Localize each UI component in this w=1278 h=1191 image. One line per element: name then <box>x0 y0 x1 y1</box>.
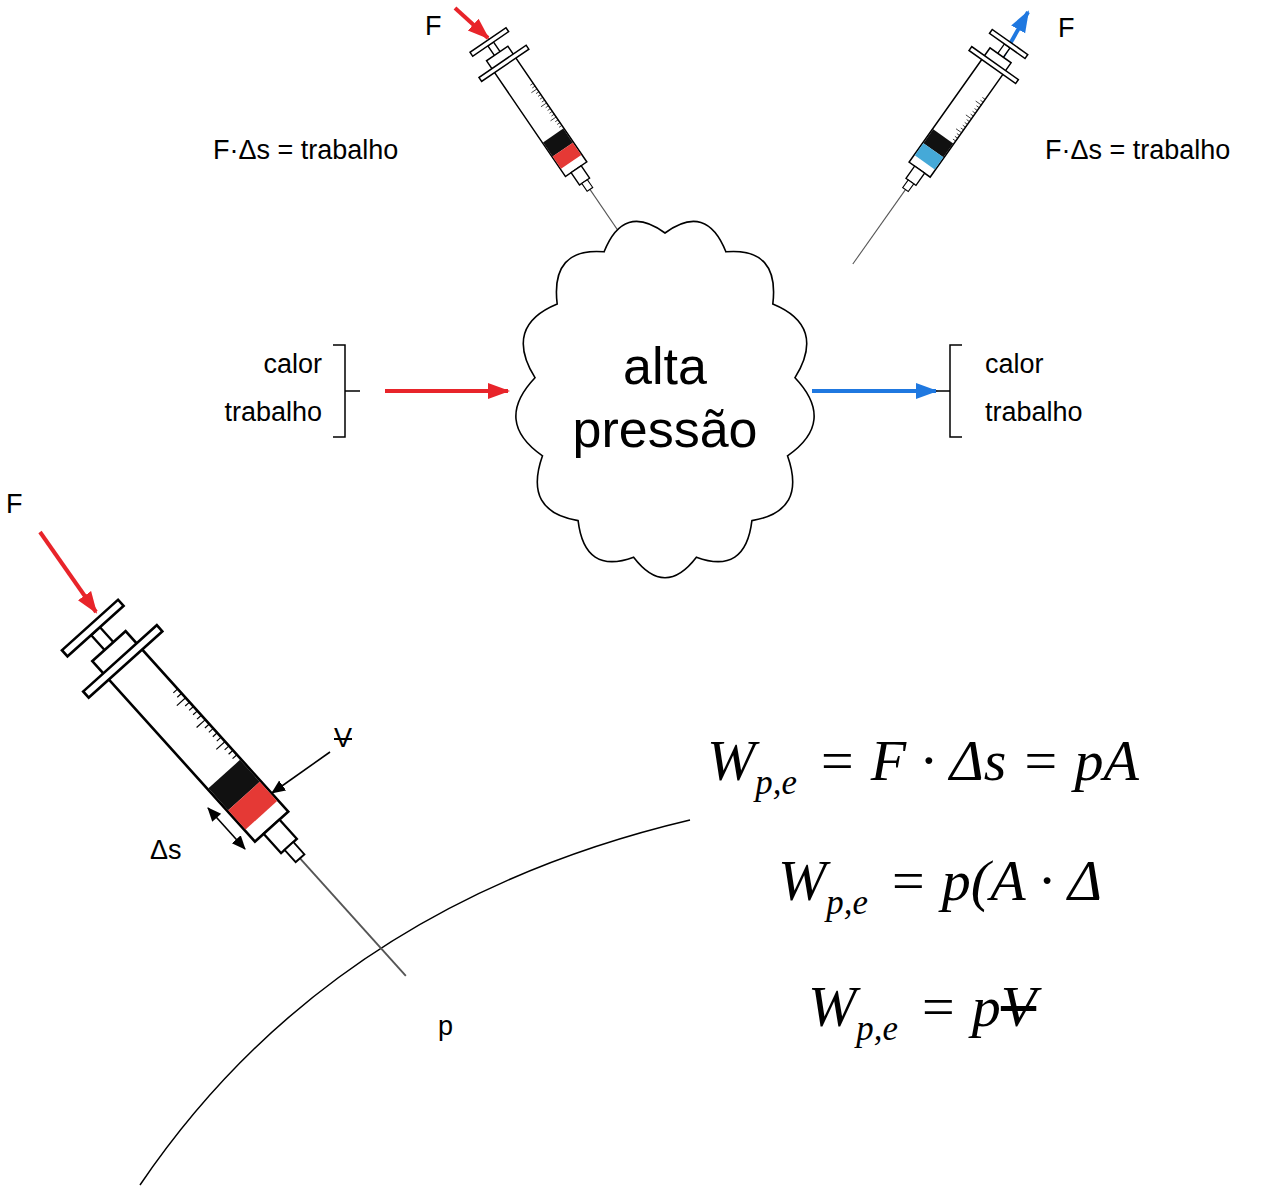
subscript: p,e <box>856 1009 898 1048</box>
surface-curve <box>140 820 690 1185</box>
equation-term: = F · Δs = pA <box>817 728 1139 793</box>
bracket <box>333 345 360 437</box>
flow-arrow <box>812 389 936 393</box>
subscript: p,e <box>755 763 797 802</box>
syringe <box>53 592 442 1009</box>
bracket-label: calor <box>985 348 1044 380</box>
leader-arrow <box>272 752 330 793</box>
bracket <box>936 345 962 437</box>
syringe <box>464 24 664 281</box>
equation: Wp,e = p(A · Δ <box>778 846 1102 924</box>
force-arrow <box>40 532 96 612</box>
pressure-label: p <box>438 1010 453 1042</box>
force-arrow <box>1002 12 1028 58</box>
equation-term: W <box>778 848 826 913</box>
equation-term: V <box>1001 974 1036 1039</box>
bracket-label: trabalho <box>224 396 322 428</box>
bracket-label: calor <box>263 348 322 380</box>
equation-term: W <box>707 728 755 793</box>
bracket-label: trabalho <box>985 396 1083 428</box>
force-label: F <box>6 488 23 520</box>
cloud-node: alta pressão <box>520 215 810 580</box>
equation-term: = p <box>918 974 1001 1039</box>
equation-term: W <box>808 974 856 1039</box>
syringe <box>830 25 1034 280</box>
force-label: F <box>1058 12 1075 44</box>
force-arrow <box>455 8 488 38</box>
node-label: alta pressão <box>540 335 790 460</box>
work-label: F·Δs = trabalho <box>213 134 398 166</box>
flow-arrow <box>385 389 508 393</box>
equation: Wp,e = F · Δs = pA <box>707 726 1139 804</box>
cloud-outline <box>520 215 810 580</box>
force-label: F <box>425 10 442 42</box>
displacement-arrow <box>208 808 245 849</box>
volume-label: V <box>334 722 352 754</box>
displacement-label: Δs <box>150 834 182 866</box>
work-label: F·Δs = trabalho <box>1045 134 1230 166</box>
subscript: p,e <box>826 883 868 922</box>
equation: Wp,e = pV <box>808 972 1036 1050</box>
equation-term: = p(A · Δ <box>888 848 1102 913</box>
